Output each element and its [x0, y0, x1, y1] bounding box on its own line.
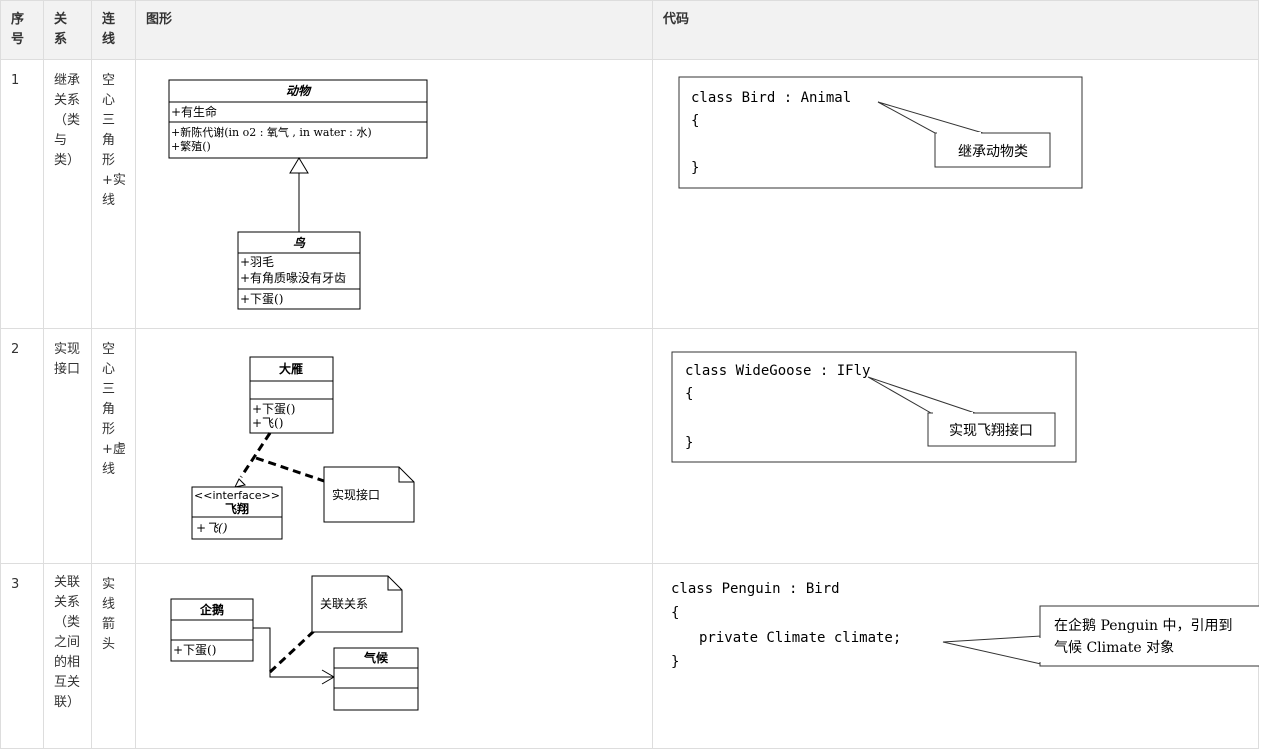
animal-class-box	[168, 79, 428, 159]
table-row: 1 继承关系（类与类） 空心三角形+实线 动物 +有生命 +新陈代谢(in o2…	[0, 59, 1259, 329]
header-code: 代码	[652, 0, 1259, 60]
inheritance-code: class Bird : Animal { } 继承动物类	[678, 76, 1083, 189]
animal-method: +新陈代谢(in o2 : 氧气 , in water : 水)	[171, 125, 372, 139]
header-figure: 图形	[135, 0, 653, 60]
line-text: 空心三角形+虚线	[102, 342, 126, 477]
interface-box	[191, 486, 283, 540]
goose-class-name: 大雁	[279, 361, 303, 376]
header-line: 连线	[91, 0, 136, 60]
relation-text: 继承关系（类与类）	[54, 73, 81, 168]
code-line: class WideGoose : IFly	[685, 363, 870, 379]
realization-code: class WideGoose : IFly { } 实现飞翔接口	[671, 351, 1077, 463]
callout-text-line: 气候 Climate 对象	[1054, 640, 1174, 656]
callout-text: 实现飞翔接口	[949, 422, 1033, 439]
association-line	[253, 627, 334, 678]
code-line: class Bird : Animal	[691, 90, 851, 106]
interface-stereotype: <<interface>>	[194, 489, 280, 502]
association-diagram: 企鹅 +下蛋() 关联关系 气候	[170, 575, 419, 711]
note-text: 关联关系	[320, 597, 368, 611]
bird-method: +下蛋()	[240, 292, 283, 306]
header-relation: 关系	[43, 0, 92, 60]
animal-attr: +有生命	[171, 104, 217, 119]
code-line: }	[691, 160, 699, 176]
interface-method: +飞()	[196, 521, 228, 535]
realization-diagram: 大雁 +下蛋() +飞() <<interface>> 飞翔 +飞() 实现接口	[191, 356, 415, 540]
callout-box	[934, 132, 1051, 168]
goose-class-box	[249, 356, 334, 434]
climate-class-box	[333, 647, 419, 711]
interface-name: 飞翔	[225, 501, 249, 516]
code-line: {	[671, 605, 679, 621]
table-row: 2 实现接口 空心三角形+虚线 大雁 +下蛋() +飞() <<interfac…	[0, 328, 1259, 564]
row-number: 1	[11, 73, 20, 88]
row-number: 3	[11, 577, 20, 592]
realization-dashed-line	[239, 432, 272, 478]
code-line: private Climate climate;	[699, 630, 901, 646]
row-number: 2	[11, 342, 20, 357]
note-box	[323, 466, 415, 523]
table-row: 3 关联关系（类之间的相互关联） 实线箭头 企鹅 +下蛋() 关联关系 气	[0, 563, 1259, 749]
hollow-triangle	[234, 478, 247, 488]
relation-text: 关联关系（类之间的相互关联）	[54, 575, 81, 710]
penguin-class-box	[170, 598, 254, 662]
header-num: 序号	[0, 0, 44, 60]
callout-box	[1039, 605, 1259, 667]
note-text: 实现接口	[332, 487, 380, 502]
callout-text: 继承动物类	[958, 144, 1028, 160]
climate-class-name: 气候	[363, 650, 389, 665]
header-row: 序号 关系 连线 图形 代码	[0, 0, 1259, 60]
line-text: 空心三角形+实线	[102, 73, 126, 208]
penguin-method: +下蛋()	[173, 643, 216, 657]
bird-class-name: 鸟	[293, 236, 306, 250]
penguin-class-name: 企鹅	[199, 602, 224, 617]
code-line: class Penguin : Bird	[671, 581, 840, 597]
callout-box	[927, 412, 1056, 447]
note-box	[311, 575, 403, 633]
code-line: {	[691, 113, 699, 129]
inheritance-diagram: 动物 +有生命 +新陈代谢(in o2 : 氧气 , in water : 水)…	[168, 79, 428, 310]
relation-text: 实现接口	[54, 342, 81, 377]
goose-method: +飞()	[252, 416, 283, 430]
line-text: 实线箭头	[102, 577, 116, 652]
bird-class-box	[237, 231, 361, 310]
code-line: {	[685, 386, 693, 402]
bird-attr: +有角质喙没有牙齿	[240, 270, 346, 285]
animal-class-name: 动物	[286, 84, 312, 98]
note-link-line	[268, 629, 316, 674]
hollow-triangle	[289, 157, 309, 174]
code-line: }	[685, 435, 693, 451]
association-code: class Penguin : Bird { private Climate c…	[671, 581, 1259, 670]
bird-attr: +羽毛	[240, 255, 274, 269]
animal-method: +繁殖()	[171, 139, 211, 153]
code-line: }	[671, 654, 679, 670]
goose-method: +下蛋()	[252, 402, 295, 416]
note-link-line	[255, 456, 325, 483]
callout-pointer	[942, 635, 1042, 665]
callout-text-line: 在企鹅 Penguin 中，引用到	[1054, 617, 1232, 634]
